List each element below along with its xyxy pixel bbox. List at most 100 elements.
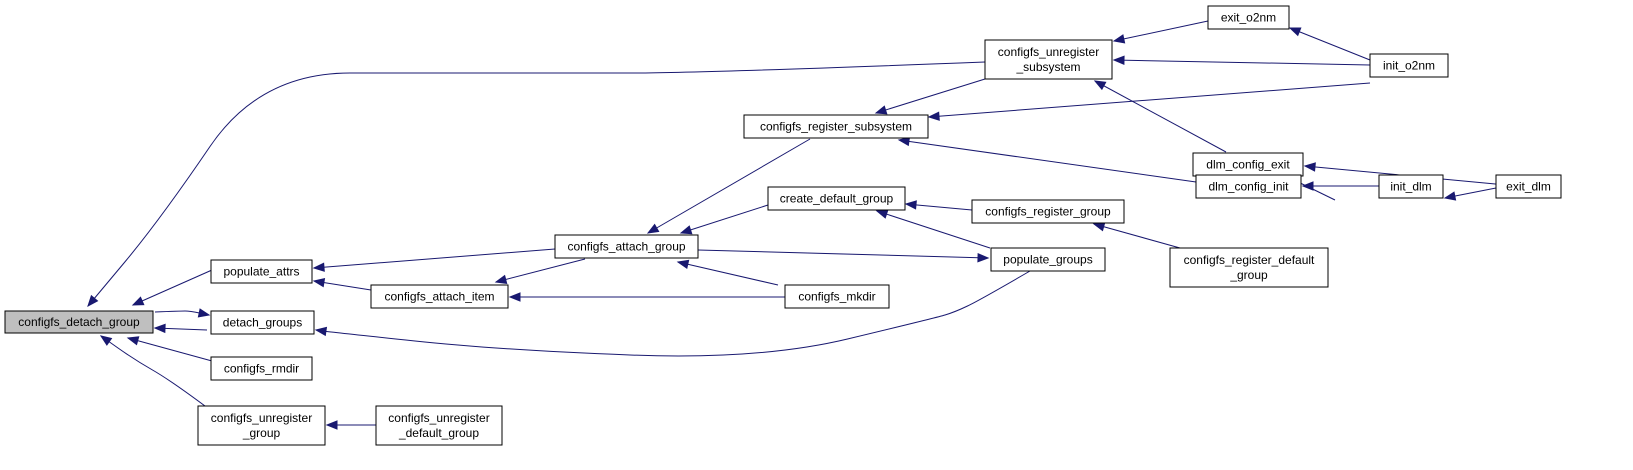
edge-arrowhead [897,136,911,147]
node-box [767,186,906,211]
edge-arrowhead [197,308,211,318]
node-box [743,114,929,139]
node-box [990,247,1106,272]
edge-arrowhead [679,225,693,235]
edge-configfs_unregister_subsystem-to-configfs_register_subsystem [874,78,986,115]
node-label: configfs_detach_group [18,315,140,329]
node-label: configfs_rmdir [224,362,299,376]
edge-configfs_rmdir-to-configfs_detach_group [126,336,213,362]
node-populate-attrs[interactable]: populate_attrs [210,259,313,284]
node-configfs-attach-group[interactable]: configfs_attach_group [554,234,699,259]
edge-arrowhead [494,274,508,284]
node-box [210,310,315,335]
edge-line [697,249,989,259]
edge-arrowhead [99,335,113,346]
node-box [1369,53,1449,78]
node-box [375,405,503,446]
edge-line [647,138,811,234]
node-label: _group [1229,268,1268,282]
edge-arrowhead [126,336,140,346]
edge-line [313,248,556,269]
edge-populate_attrs-to-configfs_detach_group [131,269,213,306]
edge-configfs_mkdir-to-configfs_attach_item [508,292,785,302]
node-configfs-mkdir[interactable]: configfs_mkdir [784,284,890,309]
node-init-o2nm[interactable]: init_o2nm [1369,53,1449,78]
edge-line [680,204,769,234]
node-box [984,39,1113,80]
edge-arrowhead [87,294,99,308]
node-dlm-config-init[interactable]: dlm_config_init [1195,174,1302,199]
edge-line [495,258,586,283]
edge-init_dlm-to-dlm_config_init [1301,181,1379,191]
node-label: exit_dlm [1506,180,1551,194]
node-label: configfs_attach_group [567,240,685,254]
edge-configfs_detach_group-to-detach_groups [154,308,211,318]
node-label: configfs_mkdir [798,290,875,304]
edge-arrowhead [1301,181,1314,191]
edge-detach_groups-to-configfs_detach_group [153,323,208,334]
node-configfs-attach-item[interactable]: configfs_attach_item [370,284,509,309]
edge-arrowhead [927,111,940,121]
node-label: dlm_config_init [1208,180,1289,194]
edge-arrowhead [1443,191,1457,201]
edge-line [132,269,213,306]
edge-dlm_config_init-to-configfs_register_subsystem [897,136,1197,183]
node-configfs-unregister-subsystem[interactable]: configfs_unregister_subsystem [984,39,1113,80]
node-populate-groups[interactable]: populate_groups [990,247,1106,272]
edge-line [905,203,973,211]
edge-arrowhead [325,420,338,430]
edge-configfs_mkdir-to-configfs_attach_group [676,259,779,286]
node-box [554,234,699,259]
node-dlm-config-exit[interactable]: dlm_config_exit [1192,152,1304,177]
node-box [197,405,326,446]
node-label: init_o2nm [1383,59,1435,73]
edge-arrowhead [875,209,889,219]
edge-line [127,337,213,362]
node-init-dlm[interactable]: init_dlm [1378,174,1444,199]
edge-arrowhead [904,200,917,210]
edge-configfs_attach_item-to-populate_attrs [312,277,372,291]
node-configfs-unregister-default-group[interactable]: configfs_unregister_default_group [375,405,503,446]
edge-exit_o2nm-to-configfs_unregister_subsystem [1112,20,1209,44]
edge-arrowhead [1112,55,1125,65]
node-label: configfs_register_subsystem [760,120,912,134]
node-create-default-group[interactable]: create_default_group [767,186,906,211]
node-configfs-register-subsystem[interactable]: configfs_register_subsystem [743,114,929,139]
edge-configfs_unregister_group-to-configfs_detach_group [99,335,206,407]
edge-arrowhead [314,326,328,337]
node-label: configfs_unregister [211,411,312,425]
edge-arrowhead [508,292,521,302]
node-box [1378,174,1444,199]
edge-line [1113,59,1371,66]
node-exit-dlm[interactable]: exit_dlm [1495,174,1562,199]
edge-line [315,270,1031,357]
node-label: create_default_group [780,192,894,206]
node-box [210,356,313,381]
edge-arrowhead [1092,222,1106,232]
node-box [1495,174,1562,199]
node-box [1207,5,1290,30]
node-configfs-rmdir[interactable]: configfs_rmdir [210,356,313,381]
node-configfs-register-default-group[interactable]: configfs_register_default_group [1169,247,1329,288]
edge-arrowhead [1093,80,1107,91]
node-label: populate_groups [1003,253,1092,267]
node-label: configfs_attach_item [384,290,494,304]
node-detach-groups[interactable]: detach_groups [210,310,315,335]
node-configfs-unregister-group[interactable]: configfs_unregister_group [197,405,326,446]
edge-line [928,82,1371,118]
node-configfs-register-group[interactable]: configfs_register_group [971,199,1125,224]
node-box [210,259,313,284]
edge-arrowhead [676,259,690,269]
edge-arrowhead [312,277,326,288]
node-exit-o2nm[interactable]: exit_o2nm [1207,5,1290,30]
node-box [1195,174,1302,199]
node-box [971,199,1125,224]
edge-arrowhead [646,223,660,234]
node-configfs-detach-group[interactable]: configfs_detach_group [4,310,154,334]
edge-configfs_attach_group-to-populate_groups [697,249,990,263]
node-label: detach_groups [223,316,302,330]
edge-line [677,261,779,286]
edge-dlm_config_exit-to-configfs_unregister_subsystem [1093,80,1227,153]
edge-arrowhead [874,105,888,115]
